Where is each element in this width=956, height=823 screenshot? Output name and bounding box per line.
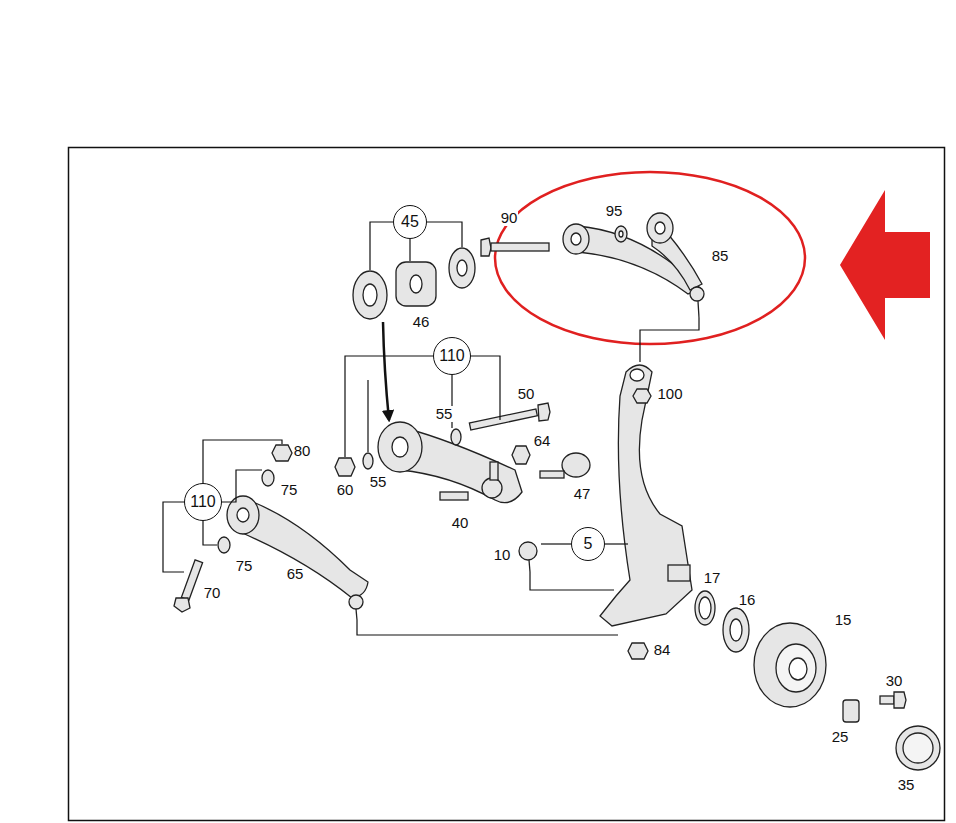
callout-number: 70 — [203, 585, 222, 601]
callout-number: 46 — [412, 314, 431, 330]
callout-number: 30 — [885, 673, 904, 689]
callout-number: 25 — [831, 729, 850, 745]
callout-number: 60 — [336, 482, 355, 498]
callout-circle: 110 — [433, 337, 471, 375]
callout-number: 47 — [573, 486, 592, 502]
leader-lines — [163, 222, 699, 635]
callout-number: 65 — [286, 566, 305, 582]
callout-circle: 45 — [393, 205, 427, 239]
callout-number: 110 — [190, 494, 216, 510]
callout-number: 55 — [369, 474, 388, 490]
callout-number: 35 — [897, 777, 916, 793]
callout-number: 75 — [235, 558, 254, 574]
callout-number: 10 — [493, 547, 512, 563]
fit-arrow — [383, 322, 389, 420]
callout-number: 50 — [517, 386, 536, 402]
frame — [69, 148, 945, 821]
callout-number: 40 — [451, 515, 470, 531]
pointer-arrow — [840, 190, 930, 340]
callout-number: 80 — [293, 443, 312, 459]
callout-circle: 110 — [184, 483, 222, 521]
callout-number: 45 — [401, 214, 419, 230]
callout-number: 5 — [584, 536, 593, 552]
callout-number: 90 — [500, 210, 519, 226]
callout-number: 100 — [656, 386, 683, 402]
callout-circle: 5 — [571, 527, 605, 561]
parts — [174, 213, 940, 770]
callout-number: 75 — [280, 482, 299, 498]
callout-number: 16 — [738, 592, 757, 608]
callout-number: 55 — [435, 406, 454, 422]
callout-number: 110 — [439, 348, 465, 364]
callout-number: 64 — [533, 433, 552, 449]
highlight-ellipse — [495, 172, 805, 344]
callout-number: 84 — [653, 642, 672, 658]
callout-number: 17 — [703, 570, 722, 586]
callout-number: 15 — [834, 612, 853, 628]
callout-number: 95 — [605, 203, 624, 219]
callout-number: 85 — [711, 248, 730, 264]
